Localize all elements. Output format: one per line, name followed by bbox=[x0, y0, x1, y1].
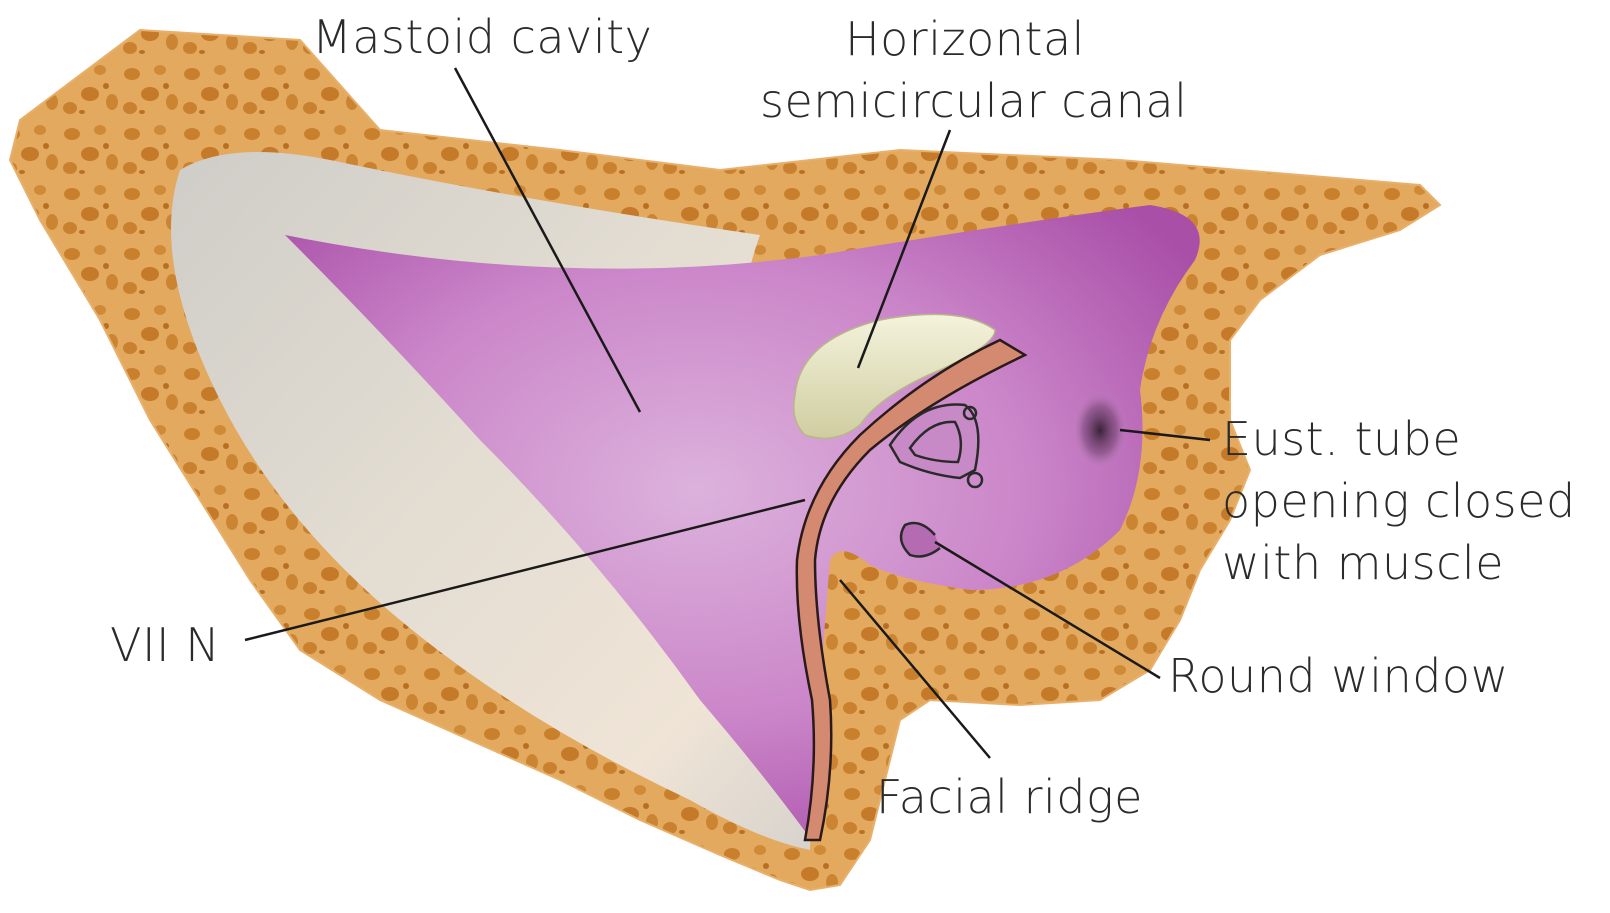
label-mastoid-cavity: Mastoid cavity bbox=[312, 6, 652, 68]
label-eust-tube-line3: with muscle bbox=[1222, 532, 1576, 594]
label-horizontal-canal-line2: semicircular canal bbox=[760, 70, 1170, 132]
eustachian-tube-opening bbox=[1072, 390, 1128, 470]
label-eust-tube-line1: Eust. tube bbox=[1222, 408, 1576, 470]
label-horizontal-canal-line1: Horizontal bbox=[760, 8, 1170, 70]
label-round-window: Round window bbox=[1168, 645, 1509, 707]
label-vii-n: VII N bbox=[110, 614, 220, 676]
label-eust-tube: Eust. tube opening closed with muscle bbox=[1222, 408, 1576, 594]
label-eust-tube-line2: opening closed bbox=[1222, 470, 1576, 532]
label-facial-ridge: Facial ridge bbox=[876, 766, 1143, 828]
label-horizontal-semicircular-canal: Horizontal semicircular canal bbox=[760, 8, 1170, 132]
